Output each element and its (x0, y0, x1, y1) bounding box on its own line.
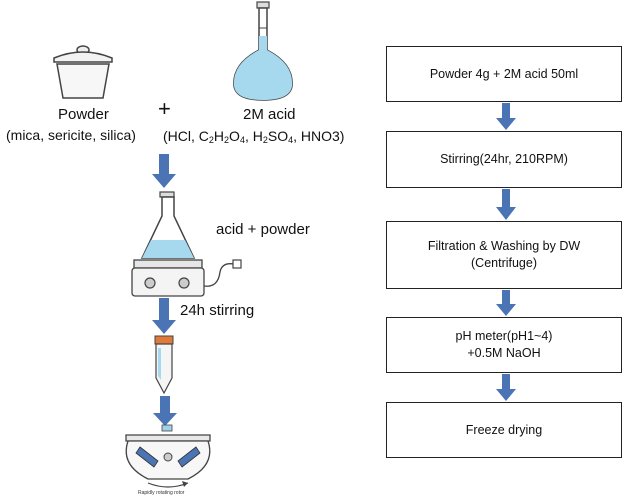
acid-powder-label: acid + powder (216, 221, 310, 238)
arrow-down-icon (496, 103, 516, 130)
arrow-down-icon (152, 154, 176, 188)
acid-list: (HCl, C2H2O4, H2SO4, HNO3) (163, 128, 345, 145)
volumetric-flask-icon (233, 1, 293, 101)
plus-sign: + (158, 96, 171, 121)
stirring-label: 24h stirring (180, 302, 255, 319)
crucible-icon (53, 45, 113, 99)
step-text: Powder 4g + 2M acid 50ml (429, 66, 579, 81)
arrow-down-icon (496, 374, 516, 401)
step-box-5: Freeze drying (386, 402, 622, 458)
arrow-down-icon (152, 298, 176, 334)
step-text-sub: +0.5M NaOH (467, 346, 541, 360)
step-box-2: Stirring(24hr, 210RPM) (386, 131, 622, 188)
erlenmeyer-flask-icon (140, 191, 196, 259)
step-box-4: pH meter(pH1~4) +0.5M NaOH (386, 317, 622, 373)
centrifuge-tube-icon (154, 335, 174, 395)
step-text-sub: (Centrifuge) (471, 256, 537, 270)
step-box-3: Filtration & Washing by DW (Centrifuge) (386, 221, 622, 289)
centrifuge-caption: Rapidly rotating rotor (138, 490, 185, 496)
arrow-down-icon (496, 189, 516, 220)
step-box-1: Powder 4g + 2M acid 50ml (386, 46, 622, 102)
arrow-down-icon (496, 290, 516, 316)
hot-plate-stirrer-icon (131, 259, 242, 297)
powder-label: Powder (58, 106, 109, 123)
step-text: Freeze drying (465, 422, 543, 437)
arrow-down-icon (153, 396, 177, 426)
step-text: Stirring(24hr, 210RPM) (440, 152, 568, 166)
step-text: pH meter(pH1~4) (455, 329, 553, 343)
step-text: Filtration & Washing by DW (427, 239, 581, 253)
acid-label: 2M acid (243, 106, 296, 123)
centrifuge-icon (125, 424, 211, 488)
powder-sub-label: (mica, sericite, silica) (6, 127, 136, 143)
